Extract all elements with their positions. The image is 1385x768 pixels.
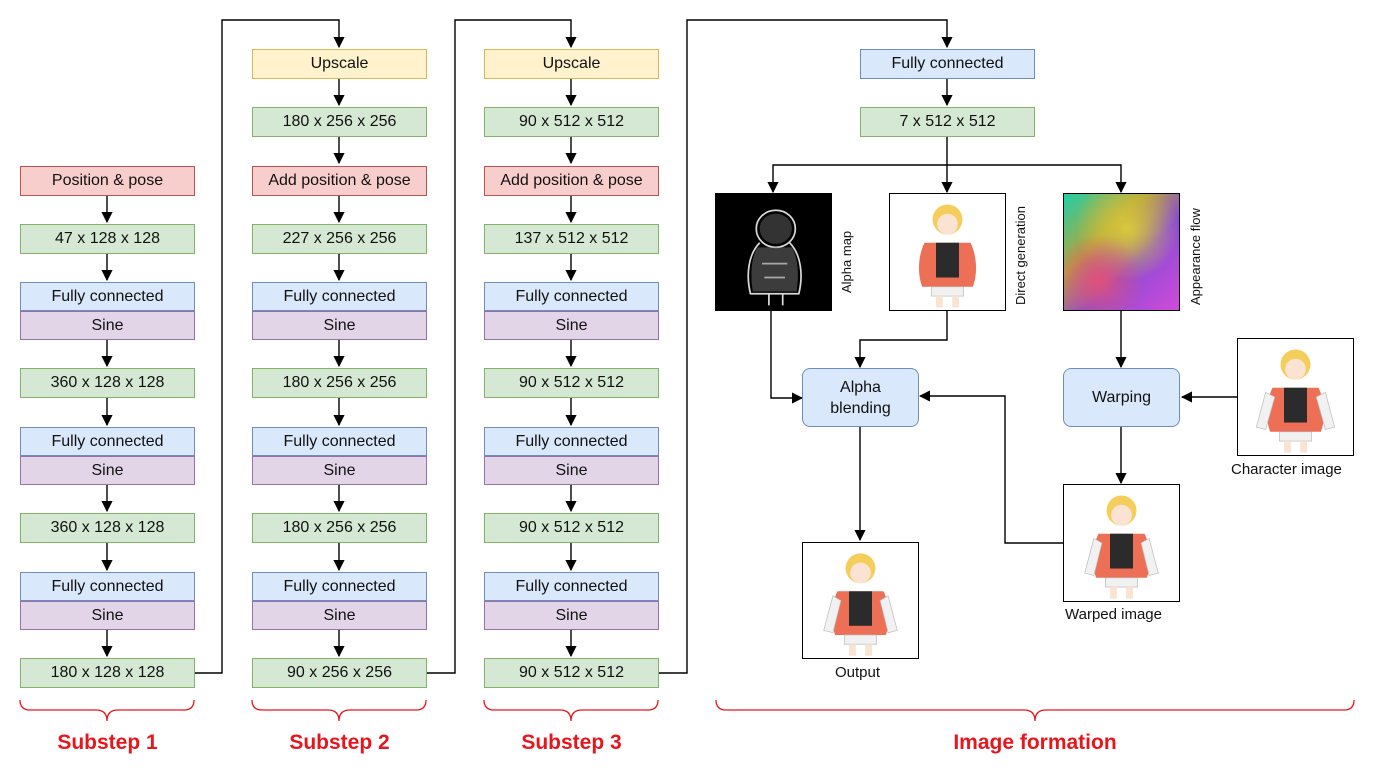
warped-image — [1063, 484, 1180, 602]
tensor-box: 180 x 256 x 256 — [252, 368, 427, 398]
sine-box: Sine — [252, 456, 427, 485]
sine-box: Sine — [20, 311, 195, 340]
sine-box: Sine — [484, 311, 659, 340]
character-image — [1237, 338, 1354, 456]
direct-generation-image — [889, 193, 1006, 311]
fully-connected-box: Fully connected — [484, 427, 659, 456]
alpha-map-label: Alpha map — [839, 230, 854, 293]
add-position-pose-box: Add position & pose — [252, 166, 427, 196]
tensor-box: 90 x 512 x 512 — [484, 658, 659, 688]
fully-connected-box: Fully connected — [20, 282, 195, 311]
sine-box: Sine — [252, 311, 427, 340]
position-pose-box: Position & pose — [20, 166, 195, 196]
fully-connected-box: Fully connected — [252, 572, 427, 601]
tensor-box: 90 x 256 x 256 — [252, 658, 427, 688]
fully-connected-box: Fully connected — [252, 427, 427, 456]
fully-connected-box: Fully connected — [484, 282, 659, 311]
brace-image-formation — [715, 699, 1355, 722]
section-braces — [19, 699, 1355, 722]
tensor-box: 137 x 512 x 512 — [484, 224, 659, 254]
fully-connected-box: Fully connected — [252, 282, 427, 311]
output-label: Output — [835, 664, 881, 681]
brace-substep1 — [19, 699, 195, 722]
tensor-box: 90 x 512 x 512 — [484, 368, 659, 398]
sine-box: Sine — [20, 601, 195, 630]
appearance-flow-label: Appearance flow — [1188, 208, 1203, 305]
tensor-box: 180 x 128 x 128 — [20, 658, 195, 688]
add-position-pose-box: Add position & pose — [484, 166, 659, 196]
section-label-image-formation: Image formation — [953, 731, 1117, 754]
section-label-substep3: Substep 3 — [521, 731, 622, 754]
tensor-box: 47 x 128 x 128 — [20, 224, 195, 254]
tensor-box: 180 x 256 x 256 — [252, 107, 427, 137]
section-label-substep2: Substep 2 — [289, 731, 390, 754]
fully-connected-box: Fully connected — [484, 572, 659, 601]
tensor-box: 360 x 128 x 128 — [20, 368, 195, 398]
fully-connected-box: Fully connected — [20, 427, 195, 456]
tensor-box: 90 x 512 x 512 — [484, 513, 659, 543]
warping-box: Warping — [1063, 368, 1180, 427]
sine-box: Sine — [484, 601, 659, 630]
direct-generation-label: Direct generation — [1013, 206, 1028, 305]
character-image-label: Character image — [1231, 461, 1342, 478]
output-image — [802, 542, 919, 659]
section-label-substep1: Substep 1 — [57, 731, 158, 754]
sine-box: Sine — [252, 601, 427, 630]
brace-substep3 — [483, 699, 659, 722]
upscale-box: Upscale — [252, 49, 427, 79]
brace-substep2 — [251, 699, 427, 722]
warped-image-label: Warped image — [1065, 606, 1162, 623]
sine-box: Sine — [20, 456, 195, 485]
tensor-box: 360 x 128 x 128 — [20, 513, 195, 543]
alpha-map-image — [715, 193, 832, 311]
upscale-box: Upscale — [484, 49, 659, 79]
tensor-box: 227 x 256 x 256 — [252, 224, 427, 254]
appearance-flow-image — [1063, 193, 1180, 311]
tensor-box: 180 x 256 x 256 — [252, 513, 427, 543]
fully-connected-box: Fully connected — [20, 572, 195, 601]
tensor-box: 90 x 512 x 512 — [484, 107, 659, 137]
fully-connected-box: Fully connected — [860, 49, 1035, 79]
tensor-box: 7 x 512 x 512 — [860, 107, 1035, 137]
sine-box: Sine — [484, 456, 659, 485]
